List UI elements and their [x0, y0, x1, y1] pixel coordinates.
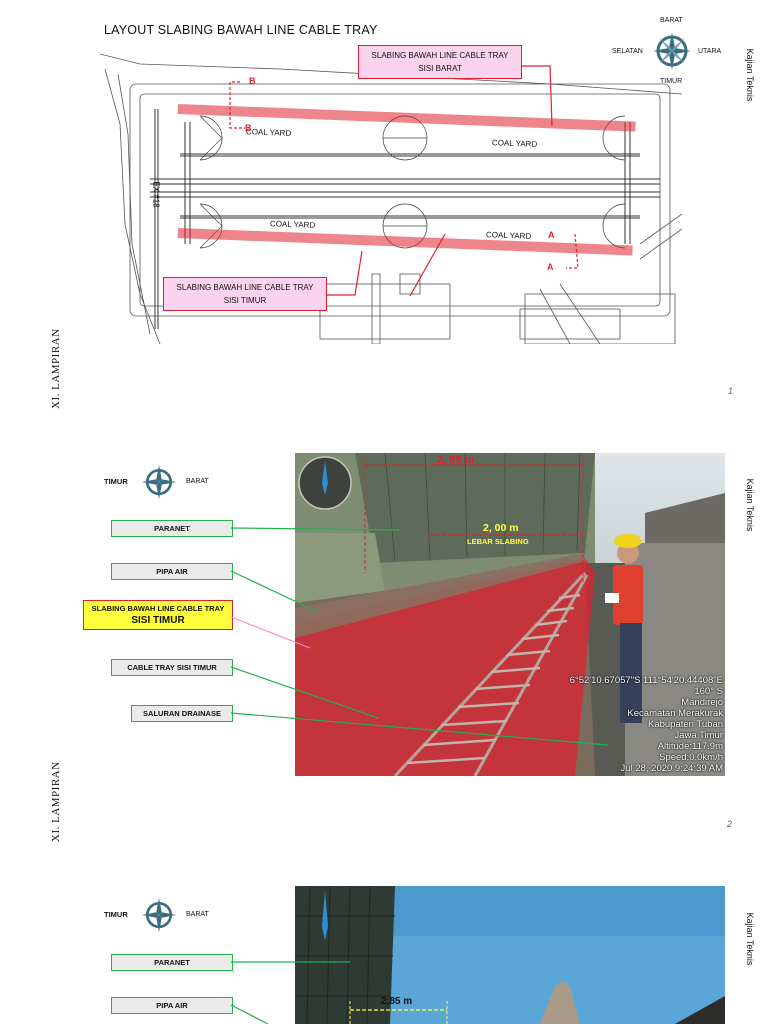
- dimension-lines: [364, 458, 584, 583]
- site-photo-page-3: 2,85 m: [295, 886, 725, 1024]
- dimension-lebar-slabing: LEBAR SLABING: [467, 537, 529, 546]
- gps-overlay: 6°52'10.67057"S 111°54'20.44408"E 160° S…: [569, 675, 723, 774]
- callout-sisi-barat: SLABING BAWAH LINE CABLE TRAY SISI BARAT: [358, 45, 522, 79]
- dimension-285: 2,85 m: [381, 996, 413, 1007]
- side-label-kajian: Kajian Teknis: [745, 912, 755, 966]
- compass-label-barat: BARAT: [186, 911, 209, 918]
- compass-label-timur: TIMUR: [104, 910, 128, 919]
- page-number: 2: [727, 819, 733, 829]
- compass-label-timur: TIMUR: [660, 78, 683, 85]
- compass-label-timur: TIMUR: [104, 477, 128, 486]
- label-slabing-sisi-timur: SLABING BAWAH LINE CABLE TRAY SISI TIMUR: [83, 600, 233, 630]
- compass-label-barat: BARAT: [186, 478, 209, 485]
- compass-rose: BARAT SELATAN UTARA TIMUR: [612, 17, 722, 89]
- band-sisi-timur: [177, 228, 633, 256]
- label-paranet: PARANET: [111, 520, 233, 537]
- compass-icon: [141, 464, 177, 500]
- section-b-marker: B: [249, 76, 256, 86]
- compass-label-selatan: SELATAN: [612, 48, 643, 55]
- compass-label-barat: BARAT: [660, 17, 683, 24]
- callout-sisi-timur: SLABING BAWAH LINE CABLE TRAY SISI TIMUR: [163, 277, 327, 311]
- dimension-lines: [349, 1001, 448, 1024]
- label-paranet: PARANET: [111, 954, 233, 971]
- site-photo-sisi-timur: 2, 85 m 2, 00 m LEBAR SLABING 6°52'10.67…: [295, 453, 725, 776]
- section-b-marker: B: [245, 123, 252, 133]
- dimension-200: 2, 00 m: [483, 522, 519, 534]
- compass-icon: [653, 32, 691, 70]
- label-pipa-air: PIPA AIR: [111, 997, 233, 1014]
- compass-icon: [141, 897, 177, 933]
- dimension-285: 2, 85 m: [437, 454, 475, 466]
- band-sisi-barat: [177, 104, 636, 132]
- section-a-marker: A: [548, 230, 555, 240]
- section-a-marker: A: [547, 262, 554, 272]
- page-title: LAYOUT SLABING BAWAH LINE CABLE TRAY: [104, 23, 378, 37]
- compass-label-utara: UTARA: [698, 48, 722, 55]
- site-layout-drawing: [100, 53, 682, 344]
- page-number: 1: [728, 386, 734, 396]
